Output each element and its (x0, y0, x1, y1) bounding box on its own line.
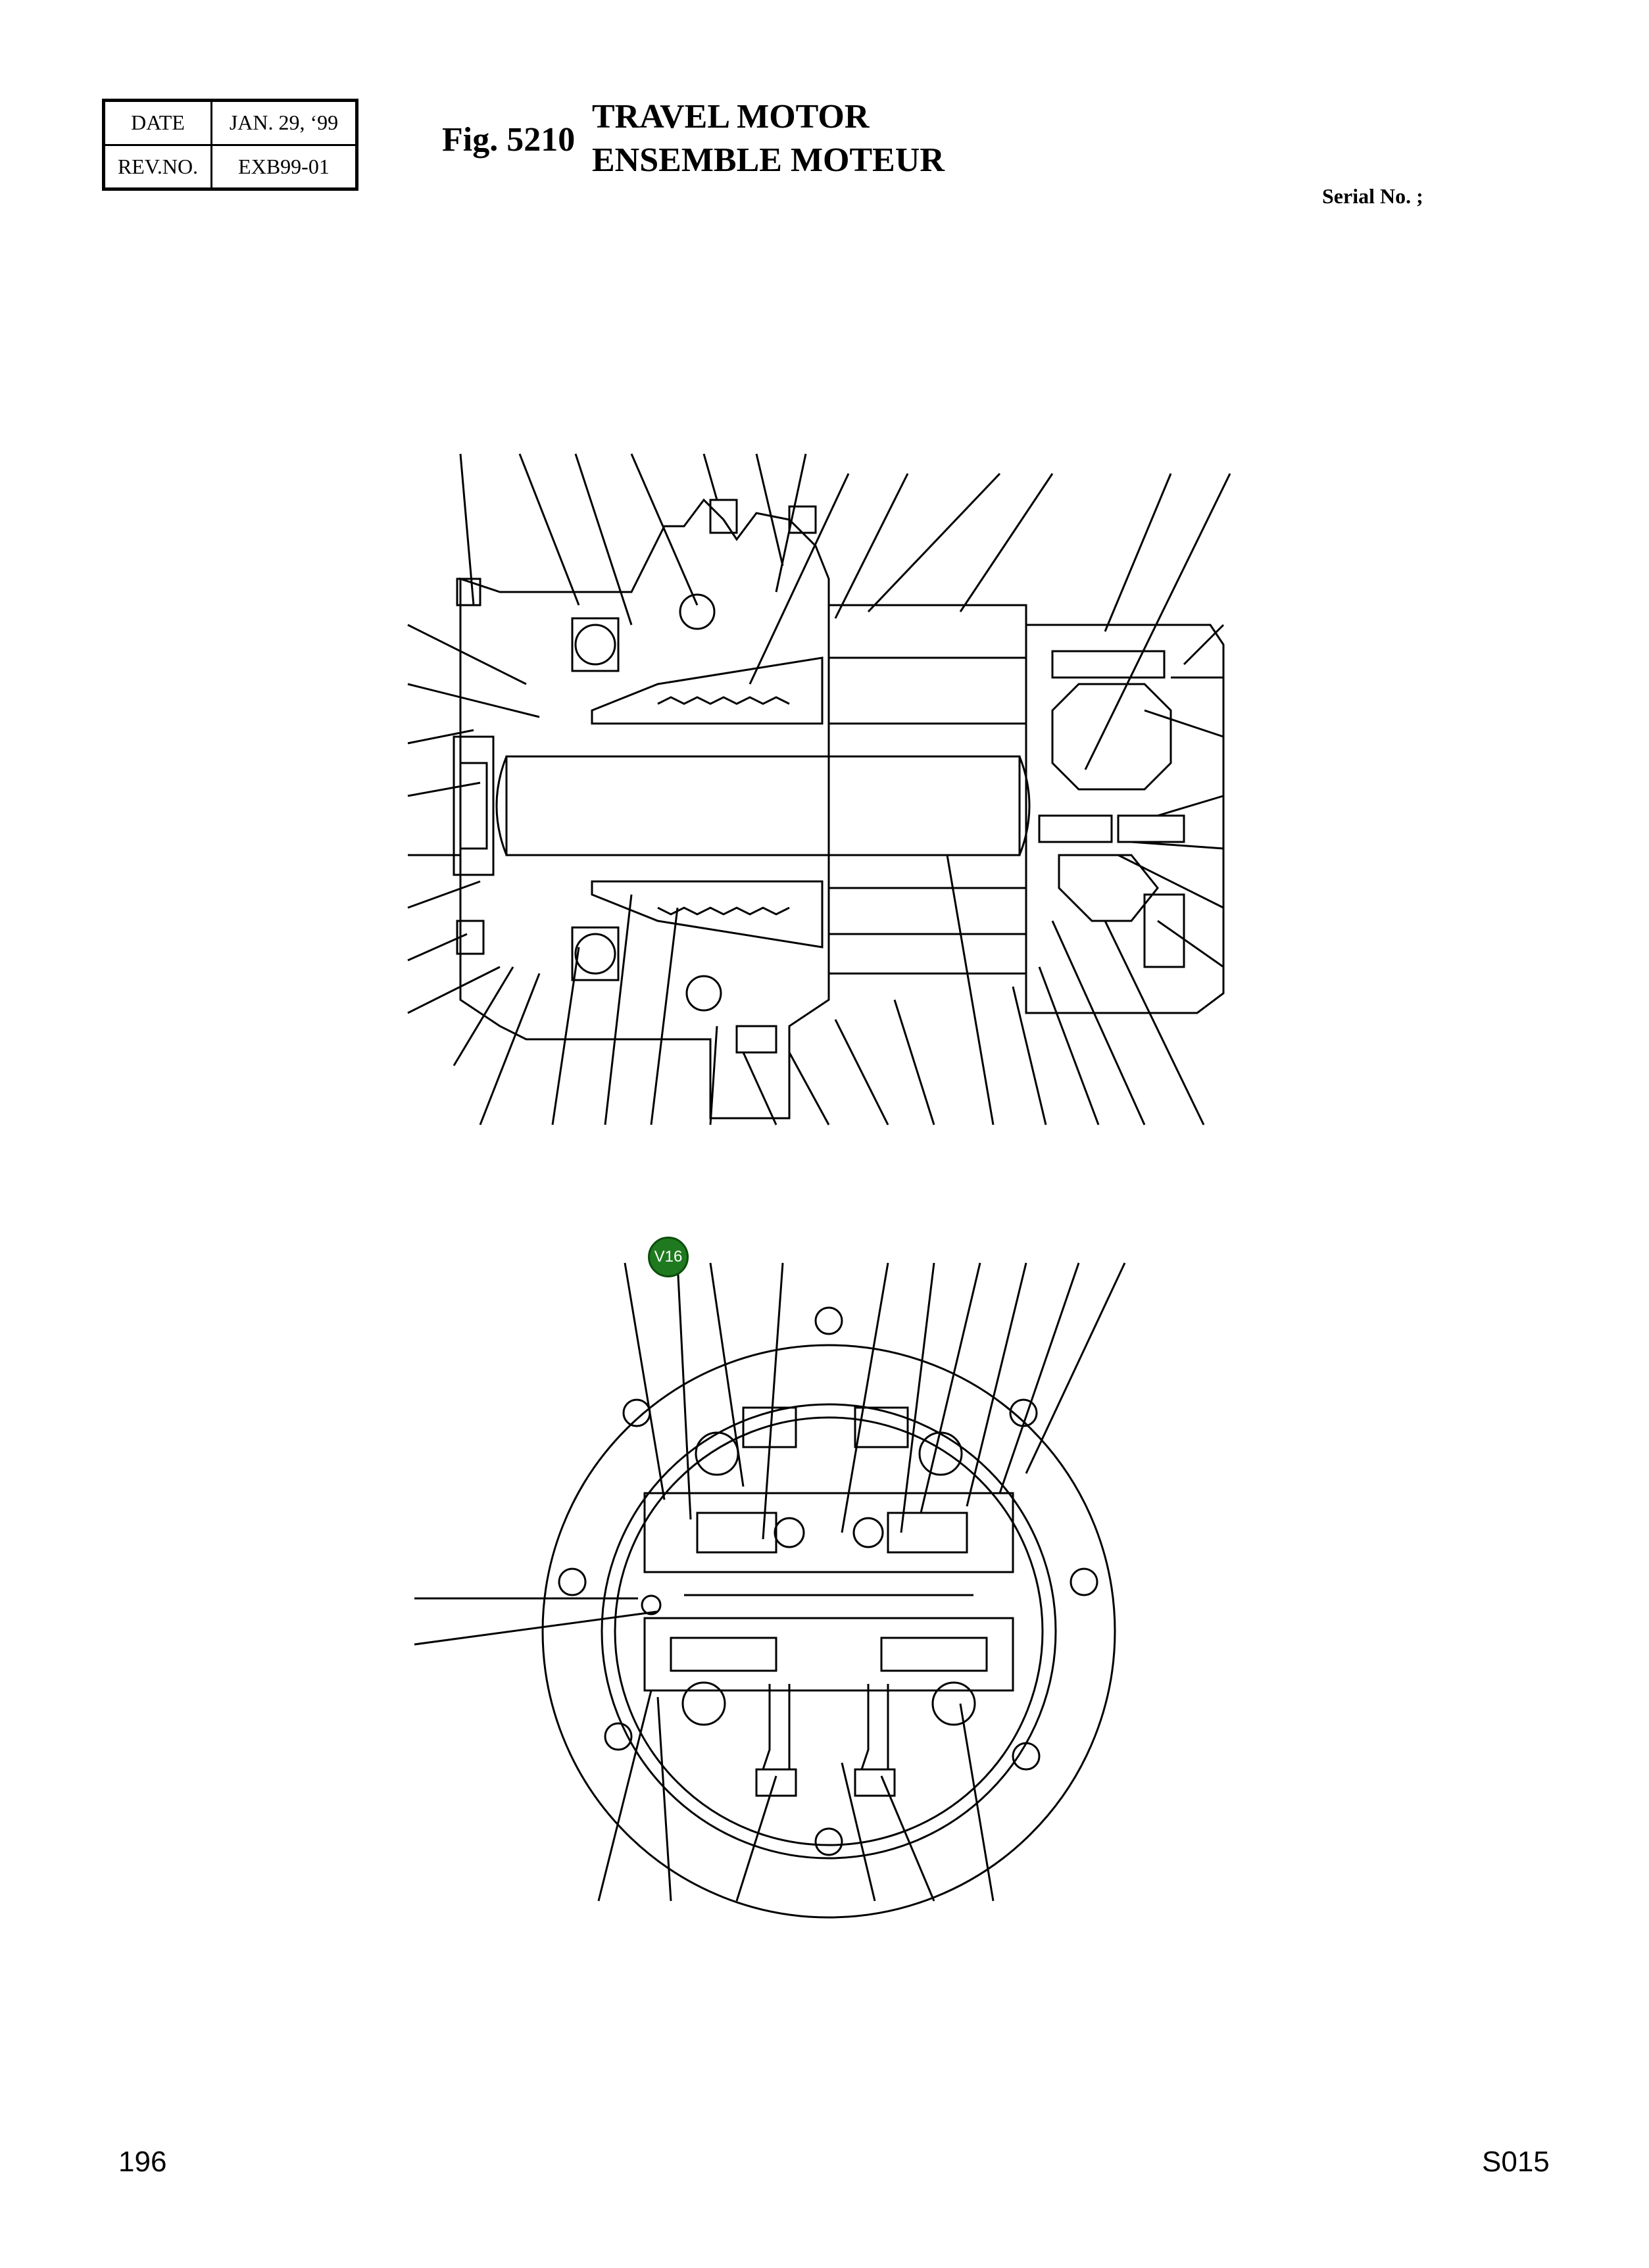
revision-table: DATE JAN. 29, ‘99 REV.NO. EXB99-01 (102, 99, 358, 191)
rev-value: EXB99-01 (210, 143, 358, 190)
date-label: DATE (103, 99, 212, 146)
marker-badge[interactable]: V16 (648, 1237, 689, 1277)
travel-motor-end-view (541, 1306, 1116, 1919)
document-code: S015 (1482, 2146, 1550, 2178)
page-number: 196 (118, 2146, 167, 2178)
figure-number: Fig. 5210 (442, 121, 576, 159)
title-french: ENSEMBLE MOTEUR (592, 141, 945, 179)
rev-label: REV.NO. (103, 143, 212, 190)
date-value: JAN. 29, ‘99 (210, 99, 358, 146)
title-english: TRAVEL MOTOR (592, 98, 870, 136)
serial-number-label: Serial No. ; (1322, 184, 1423, 208)
